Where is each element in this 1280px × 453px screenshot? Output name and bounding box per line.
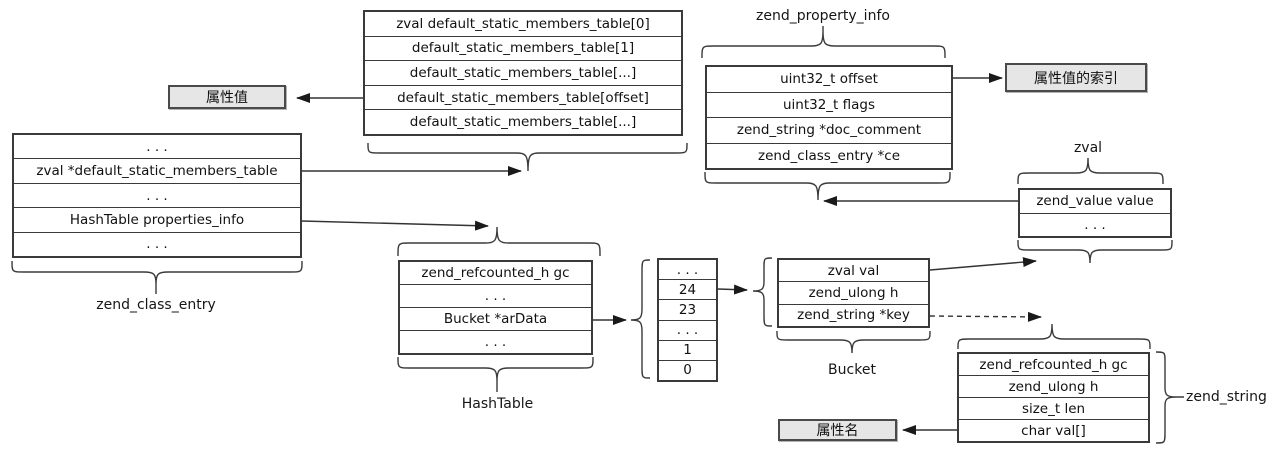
zend-class-entry-table: . . . zval *default_static_members_table…	[12, 133, 302, 258]
table-row: default_static_members_table[...]	[365, 109, 681, 134]
array-cell: . . .	[676, 261, 699, 278]
zend-string-table: zend_refcounted_h gc zend_ulong h size_t…	[957, 352, 1150, 443]
table-row: . . .	[146, 138, 168, 155]
hashtable-table: zend_refcounted_h gc . . . Bucket *arDat…	[398, 260, 593, 355]
table-row: char val[]	[959, 419, 1148, 441]
brace-under-zval	[1017, 239, 1173, 264]
table-row: zend_string *key	[779, 303, 928, 326]
bucket-table: zval val zend_ulong h zend_string *key	[777, 258, 930, 328]
table-row: zend_refcounted_h gc	[979, 356, 1128, 373]
table-row: uint32_t flags	[707, 91, 951, 118]
array-index-column: . . . 24 23 . . . 1 0	[657, 258, 718, 382]
arrows	[296, 73, 1042, 435]
brace-above-property-info	[701, 26, 946, 59]
table-row: . . .	[14, 231, 300, 256]
table-row: zval default_static_members_table[0]	[396, 15, 650, 32]
brace-under-property-info	[704, 171, 951, 201]
hashtable-label: HashTable	[461, 396, 534, 412]
brace-under-bucket	[776, 330, 931, 354]
braces	[11, 26, 1184, 444]
property-name-box: 属性名	[778, 419, 897, 441]
array-cell: . . .	[659, 319, 716, 340]
arrow-zval-val-to-zval	[929, 257, 1037, 271]
zval-label: zval	[1073, 140, 1103, 156]
table-row: . . .	[14, 182, 300, 207]
zval-table: zend_value value . . .	[1018, 188, 1172, 238]
table-row: default_static_members_table[1]	[365, 35, 681, 61]
table-row: zend_ulong h	[959, 375, 1148, 397]
table-row: . . .	[1020, 212, 1170, 237]
table-row: zend_string *doc_comment	[707, 117, 951, 143]
arrow-key-to-zend-string-dashed	[929, 311, 1042, 322]
table-row: default_static_members_table[offset]	[365, 84, 681, 110]
property-value-box: 属性值	[168, 85, 286, 109]
zend-class-entry-label: zend_class_entry	[96, 297, 216, 313]
table-row: zend_value value	[1036, 193, 1154, 210]
brace-left-of-bucket	[752, 257, 773, 327]
zend-property-info-label: zend_property_info	[756, 8, 890, 24]
table-row: zend_ulong h	[779, 281, 928, 303]
table-row: zend_class_entry *ce	[707, 142, 951, 169]
property-value-index-box: 属性值的索引	[1005, 63, 1147, 92]
table-row: zval val	[827, 262, 880, 279]
array-cell: 0	[659, 359, 716, 380]
arrow-properties-info-to-hashtable	[301, 220, 489, 231]
brace-left-of-array	[630, 259, 651, 379]
brace-under-hashtable	[397, 356, 594, 392]
table-row: uint32_t offset	[780, 71, 878, 88]
brace-above-hashtable	[397, 226, 601, 257]
table-row: Bucket *arData	[400, 307, 591, 330]
bucket-label: Bucket	[828, 362, 876, 378]
table-row: . . .	[400, 330, 591, 353]
brace-under-class-entry	[11, 260, 303, 294]
table-row: default_static_members_table[...]	[365, 60, 681, 85]
array-cell: 24	[659, 279, 716, 299]
zend-property-info-table: uint32_t offset uint32_t flags zend_stri…	[705, 65, 953, 170]
table-row: . . .	[400, 284, 591, 307]
static-members-table: zval default_static_members_table[0] def…	[363, 10, 683, 136]
table-row: zval *default_static_members_table	[14, 158, 300, 182]
brace-above-zend-string	[957, 323, 1151, 350]
brace-right-of-zend-string	[1155, 351, 1184, 444]
table-row: HashTable properties_info	[14, 207, 300, 231]
array-cell: 23	[659, 299, 716, 319]
table-row: zend_refcounted_h gc	[421, 265, 570, 281]
arrow-array-24-to-bucket	[717, 284, 748, 295]
zend-string-label: zend_string	[1186, 389, 1267, 405]
brace-above-zval	[1017, 157, 1164, 185]
brace-under-static-members	[367, 142, 688, 172]
array-cell: 1	[659, 339, 716, 360]
table-row: size_t len	[959, 397, 1148, 419]
